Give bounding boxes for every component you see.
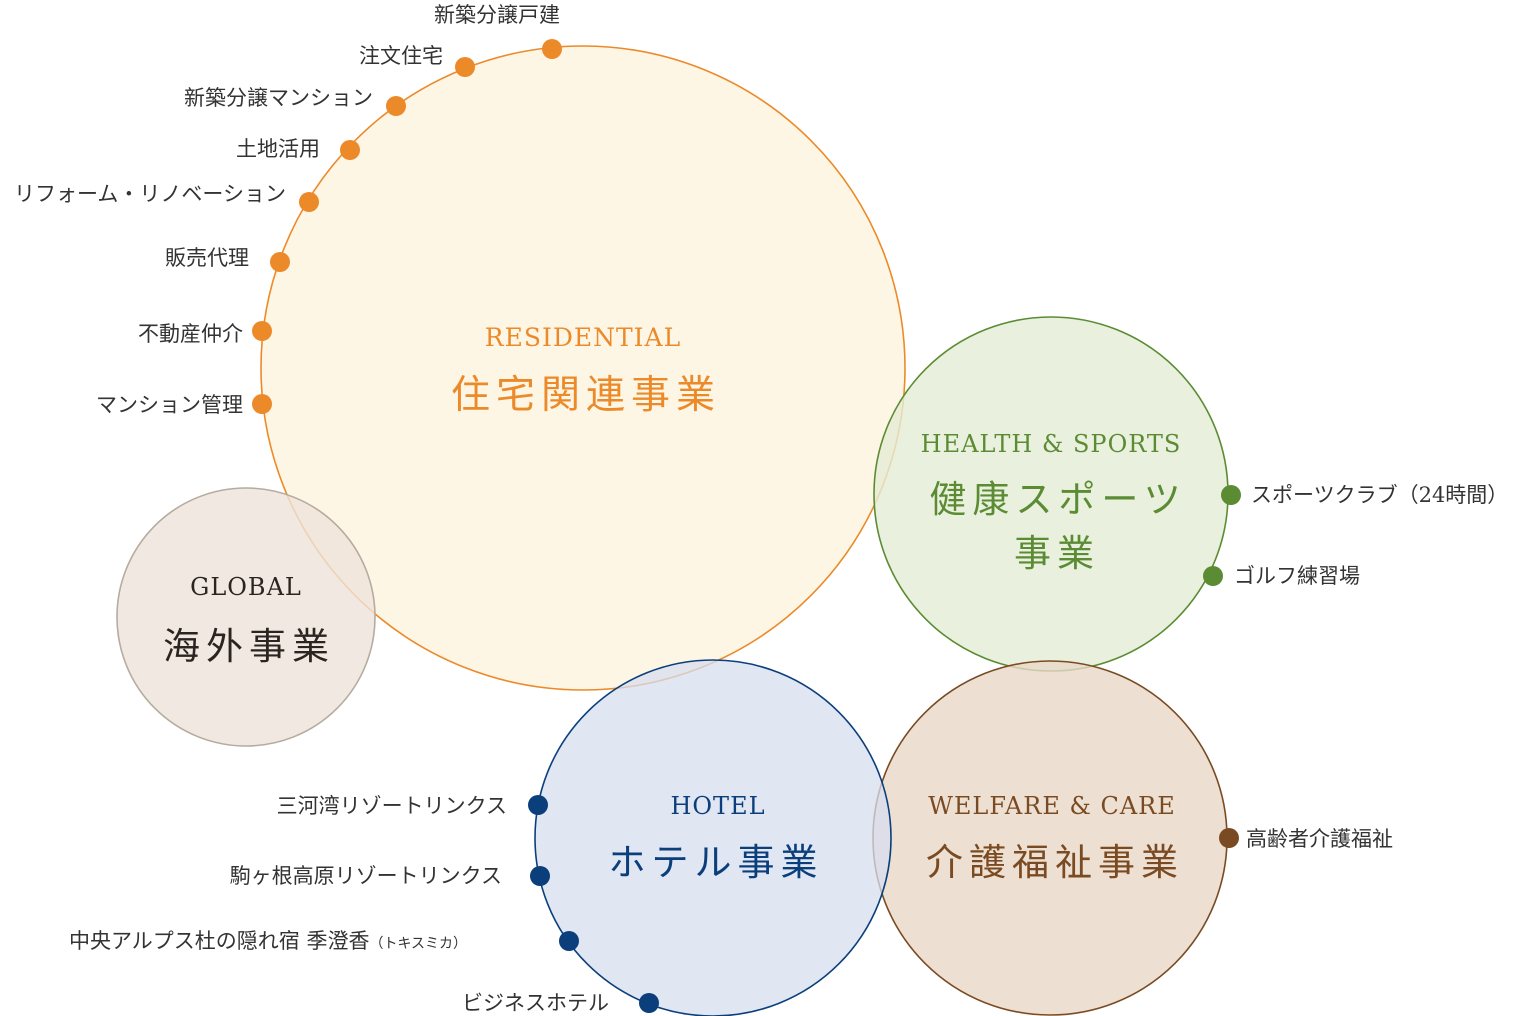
health-label-2: ゴルフ練習場 [1234, 564, 1360, 588]
welfare-circle [872, 660, 1228, 1016]
hotel-label-3-main: 中央アルプス杜の隠れ宿 季澄香 [69, 929, 369, 953]
residential-label-4: 土地活用 [236, 137, 320, 161]
welfare-label-1: 高齢者介護福祉 [1246, 827, 1393, 851]
health-items [1203, 485, 1241, 586]
hotel-title-ja: ホテル事業 [609, 841, 824, 884]
hotel-label-2: 駒ヶ根高原リゾートリンクス [230, 864, 502, 888]
residential-label-7: 不動産仲介 [138, 322, 243, 346]
hotel-label-1: 三河湾リゾートリンクス [277, 794, 507, 818]
hotel-label-3: 中央アルプス杜の隠れ宿 季澄香（トキスミカ） [69, 929, 467, 953]
residential-labels: 新築分譲戸建 注文住宅 新築分譲マンション 土地活用 リフォーム・リノベーション… [14, 3, 560, 417]
health-title-ja-line1: 健康スポーツ [929, 478, 1186, 521]
global-title-ja: 海外事業 [163, 625, 335, 668]
residential-dot-6 [270, 252, 290, 272]
residential-dot-5 [299, 192, 319, 212]
residential-dot-7 [252, 321, 272, 341]
residential-label-6: 販売代理 [165, 246, 249, 270]
residential-label-3: 新築分譲マンション [184, 86, 373, 110]
residential-dot-3 [386, 96, 406, 116]
hotel-circle [534, 659, 892, 1016]
residential-dot-1 [542, 39, 562, 59]
hotel-dot-3 [559, 931, 579, 951]
residential-dot-4 [340, 140, 360, 160]
health-dot-1 [1221, 485, 1241, 505]
residential-dot-2 [455, 57, 475, 77]
hotel-dot-1 [528, 795, 548, 815]
health-title-en: HEALTH & SPORTS [921, 430, 1182, 458]
hotel-title-en: HOTEL [670, 792, 765, 820]
hotel-dot-2 [530, 866, 550, 886]
residential-title-ja: 住宅関連事業 [451, 373, 721, 418]
hotel-label-4: ビジネスホテル [462, 991, 609, 1015]
residential-label-5: リフォーム・リノベーション [14, 182, 286, 206]
health-title-ja-line2: 事業 [1014, 532, 1100, 575]
residential-label-2: 注文住宅 [359, 44, 443, 68]
health-dot-2 [1203, 566, 1223, 586]
hotel-items [528, 795, 659, 1013]
global-circle [116, 487, 376, 747]
residential-label-1: 新築分譲戸建 [434, 3, 560, 27]
residential-items [252, 39, 562, 414]
residential-title-en: RESIDENTIAL [485, 323, 681, 352]
hotel-label-3-note: （トキスミカ） [369, 936, 467, 952]
welfare-dot-1 [1219, 828, 1239, 848]
hotel-dot-4 [639, 993, 659, 1013]
residential-dot-8 [252, 394, 272, 414]
residential-label-8: マンション管理 [96, 393, 243, 417]
welfare-title-en: WELFARE & CARE [928, 792, 1176, 820]
residential-circle [260, 45, 906, 691]
health-label-1: スポーツクラブ（24時間） [1251, 483, 1508, 507]
global-title-en: GLOBAL [190, 573, 302, 601]
welfare-title-ja: 介護福祉事業 [926, 841, 1184, 884]
